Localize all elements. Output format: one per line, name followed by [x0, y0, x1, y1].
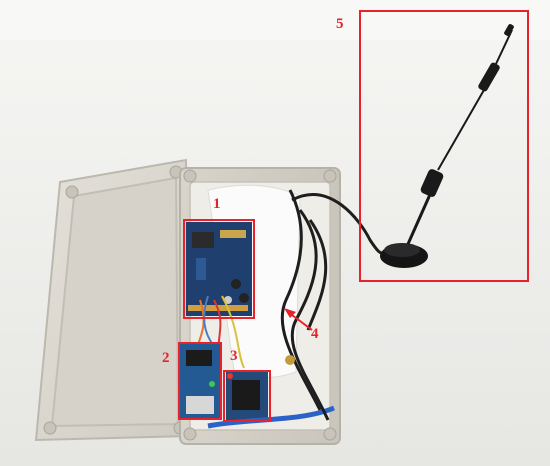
antenna-cable: [280, 189, 387, 421]
wall-edge: [0, 0, 550, 40]
callout-box-3: [223, 370, 271, 422]
callout-box-5: [359, 10, 529, 282]
module-board-2: [180, 344, 220, 418]
callout-label-2: 2: [162, 350, 170, 366]
sma-connector: [285, 355, 295, 365]
module-board-3: [226, 372, 268, 420]
callout-label-1: 1: [213, 196, 221, 212]
callout-box-2: [178, 342, 222, 420]
callout-arrowhead-4: [284, 308, 296, 318]
usb-cable: [207, 405, 335, 429]
callout-label-3: 3: [230, 348, 238, 364]
callout-label-4: 4: [311, 326, 319, 342]
callout-box-1: [183, 219, 255, 319]
antenna: [380, 24, 514, 268]
enclosure-lid: [34, 158, 192, 442]
callout-label-5: 5: [336, 16, 344, 32]
